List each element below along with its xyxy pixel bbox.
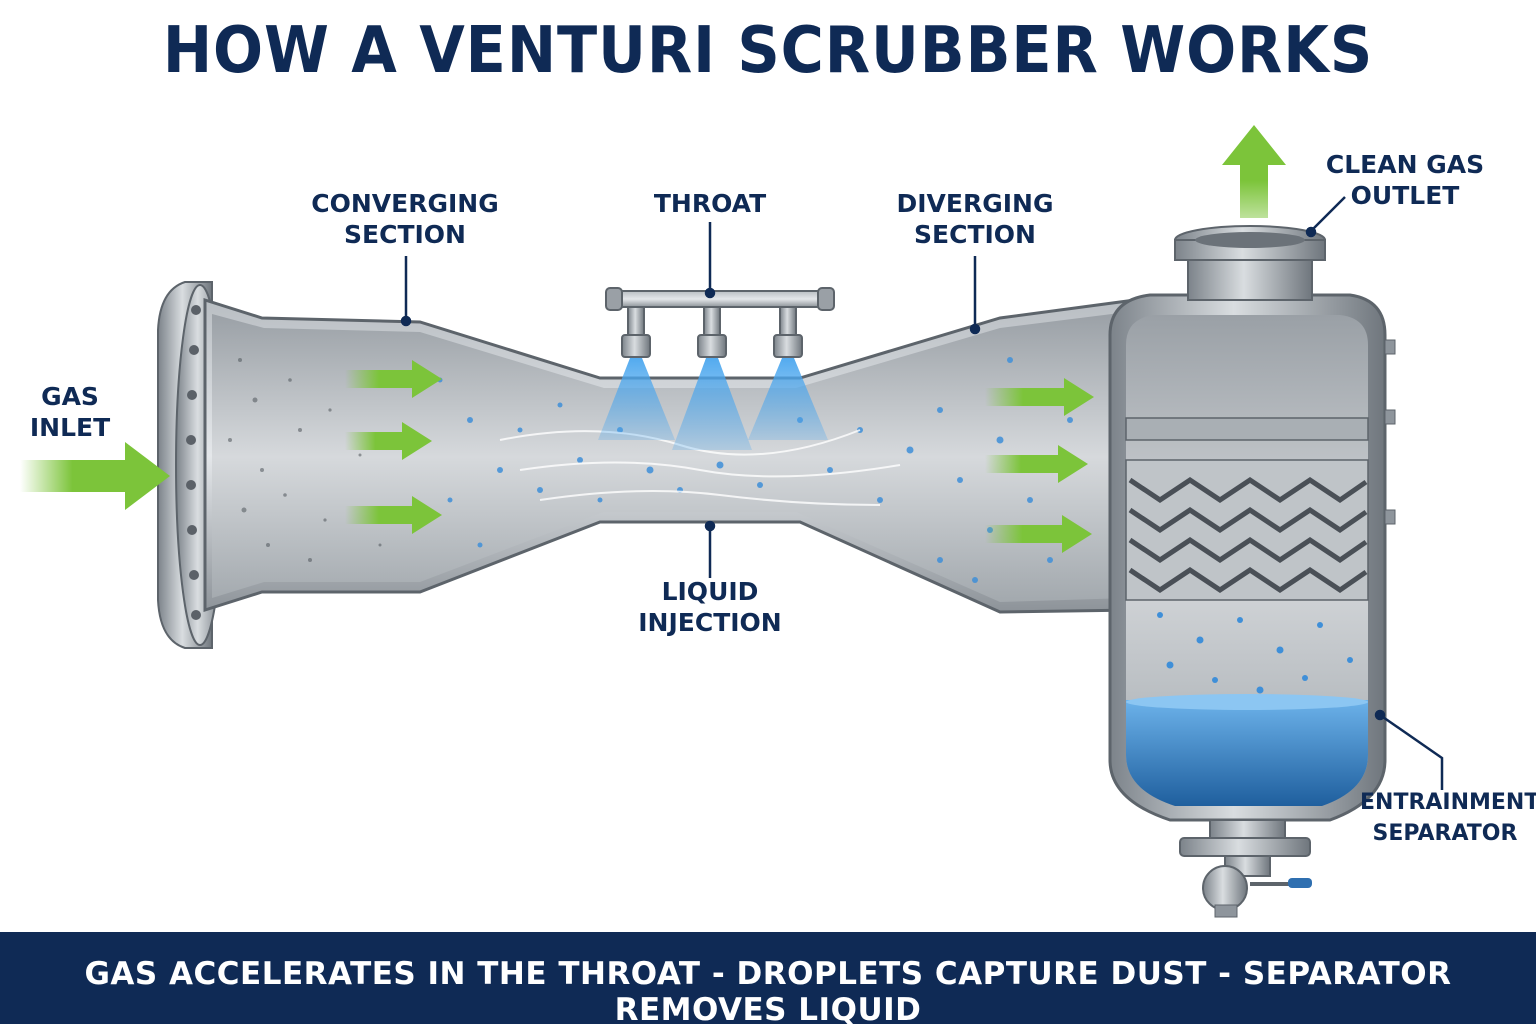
spray-nozzles bbox=[621, 306, 803, 358]
converging-arrow-2 bbox=[345, 422, 432, 460]
liquid-spray bbox=[598, 358, 828, 450]
converging-arrow-3 bbox=[345, 496, 442, 534]
separator-vessel bbox=[1108, 293, 1396, 822]
outlet-nozzle bbox=[1174, 225, 1326, 301]
venturi-interior bbox=[212, 312, 1128, 602]
footer-banner: GAS ACCELERATES IN THE THROAT - DROPLETS… bbox=[0, 932, 1536, 1028]
converging-arrow-1 bbox=[345, 360, 442, 398]
diverging-arrow-2 bbox=[985, 445, 1088, 483]
flow-arrows bbox=[20, 125, 1286, 553]
diverging-section-label: DIVERGING SECTION bbox=[896, 189, 1054, 249]
leader-lines bbox=[400, 196, 1444, 790]
diverging-arrow-3 bbox=[985, 515, 1092, 553]
throat-label: THROAT bbox=[653, 189, 767, 218]
converging-section-label: CONVERGING SECTION bbox=[311, 189, 499, 249]
page-title: HOW A VENTURI SCRUBBER WORKS bbox=[162, 14, 1374, 88]
gas-inlet-label: GAS INLET bbox=[29, 382, 111, 442]
liquid-injection-label: LIQUID INJECTION bbox=[638, 577, 782, 637]
diverging-arrow-1 bbox=[985, 378, 1094, 416]
entrainment-separator-label: ENTRAINMENT SEPARATOR bbox=[1360, 790, 1536, 846]
drain-valve bbox=[1179, 819, 1312, 918]
footer-text: GAS ACCELERATES IN THE THROAT - DROPLETS… bbox=[84, 956, 1452, 1028]
outlet-arrow bbox=[1222, 125, 1286, 218]
inlet-arrow bbox=[20, 442, 170, 510]
clean-gas-outlet-label: CLEAN GAS OUTLET bbox=[1325, 150, 1485, 210]
